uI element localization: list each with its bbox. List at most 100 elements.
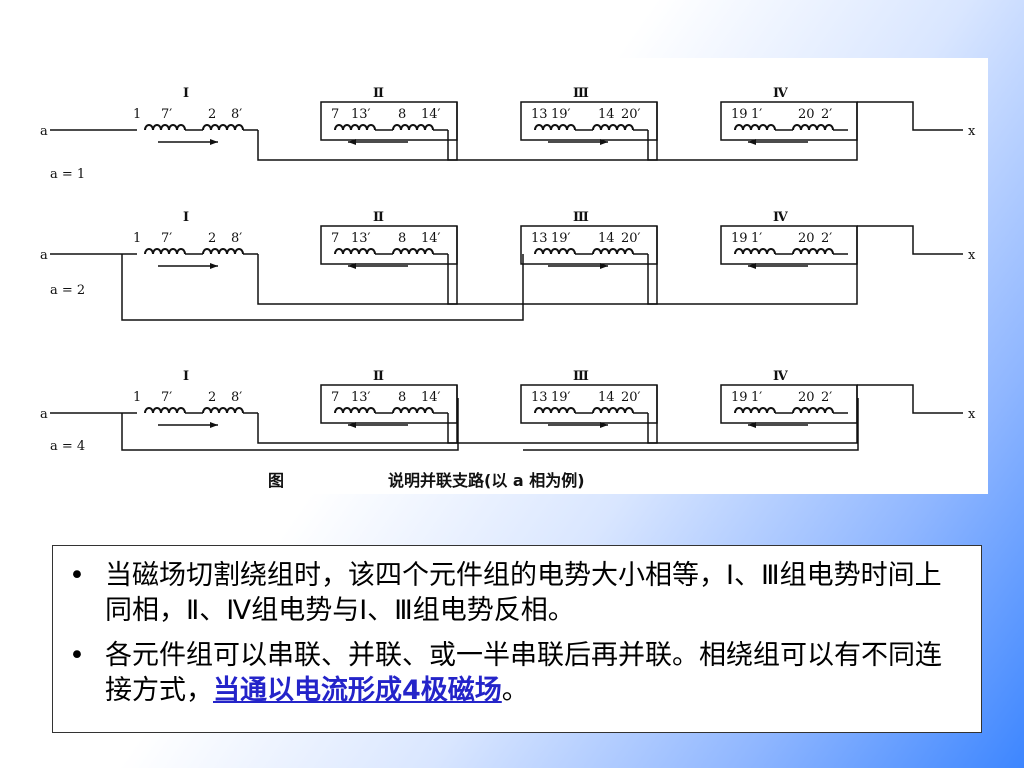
- row-label-1: a = 1: [50, 167, 85, 182]
- coil-label: 14′: [421, 231, 441, 246]
- coil-label: 1: [133, 231, 141, 246]
- coil: [392, 124, 434, 131]
- coil-label: 19′: [551, 107, 571, 122]
- coil-label: 2: [208, 390, 216, 405]
- bullet-list: • 当磁场切割绕组时，该四个元件组的电势大小相等，Ⅰ、Ⅲ组电势时间上同相，Ⅱ、Ⅳ…: [69, 558, 961, 708]
- parallel-bus-a4: [121, 398, 459, 451]
- coil: [144, 124, 186, 131]
- coil-label: 1′: [751, 107, 762, 122]
- group-label-3-4: Ⅳ: [773, 369, 788, 384]
- interconnect: [447, 102, 658, 161]
- coil-label: 7′: [161, 231, 172, 246]
- coil-label: 1′: [751, 390, 762, 405]
- coil-label: 14′: [421, 107, 441, 122]
- coil: [392, 248, 434, 255]
- coil-label: 8: [398, 107, 406, 122]
- coil: [792, 248, 834, 255]
- coil: [144, 248, 186, 255]
- coil-label: 8′: [231, 390, 242, 405]
- coil: [592, 407, 634, 414]
- coil-label: 13: [531, 231, 548, 246]
- group-label-3-1: Ⅰ: [183, 369, 189, 384]
- terminal-x-3: x: [968, 407, 976, 422]
- highlight-link[interactable]: 当通以电流形成4极磁场: [213, 675, 502, 706]
- bullet-text: 当磁场切割绕组时，该四个元件组的电势大小相等，Ⅰ、Ⅲ组电势时间上同相，Ⅱ、Ⅳ组电…: [105, 560, 942, 626]
- parallel-bus-a2: [121, 254, 524, 321]
- coil-label: 2: [208, 107, 216, 122]
- terminal-x-1: x: [968, 124, 976, 139]
- interconnect: [647, 102, 858, 161]
- coil-label: 20: [798, 107, 815, 122]
- coil-label: 13: [531, 107, 548, 122]
- group-label-2-2: Ⅱ: [373, 210, 384, 225]
- coil-label: 7′: [161, 390, 172, 405]
- group-label-2-1: Ⅰ: [183, 210, 189, 225]
- coil-label: 2′: [821, 231, 832, 246]
- coil: [792, 124, 834, 131]
- coil-label: 8: [398, 231, 406, 246]
- interconnect: [447, 226, 658, 305]
- interconnect: [257, 385, 458, 444]
- coil: [592, 248, 634, 255]
- coil: [734, 248, 776, 255]
- coil-label: 8′: [231, 107, 242, 122]
- coil-label: 19: [731, 390, 748, 405]
- coil: [334, 248, 376, 255]
- coil-label: 19′: [551, 390, 571, 405]
- bullet-symbol: •: [69, 640, 85, 671]
- coil-label: 1: [133, 390, 141, 405]
- coil: [202, 124, 244, 131]
- group-label-2-3: Ⅲ: [573, 210, 589, 225]
- interconnect: [257, 102, 458, 161]
- coil: [334, 124, 376, 131]
- group-label-2-4: Ⅳ: [773, 210, 788, 225]
- output-lead: [857, 384, 963, 414]
- bullet-item-1: • 当磁场切割绕组时，该四个元件组的电势大小相等，Ⅰ、Ⅲ组电势时间上同相，Ⅱ、Ⅳ…: [69, 558, 961, 628]
- coil-label: 20: [798, 231, 815, 246]
- coil-label: 14: [598, 390, 615, 405]
- interconnect: [447, 385, 658, 444]
- current-arrow-head: [210, 139, 218, 145]
- row-label-3: a = 4: [50, 439, 85, 454]
- caption-prefix: 图: [268, 471, 284, 490]
- bullet-tail: 。: [501, 675, 529, 706]
- coil-label: 20: [798, 390, 815, 405]
- coil-label: 1: [133, 107, 141, 122]
- coil-label: 19: [731, 231, 748, 246]
- coil-label: 13′: [351, 231, 371, 246]
- current-arrow-head: [210, 422, 218, 428]
- coil-label: 8′: [231, 231, 242, 246]
- interconnect: [647, 385, 858, 444]
- group-label-1-4: Ⅳ: [773, 86, 788, 101]
- coil: [202, 248, 244, 255]
- coil-label: 7′: [161, 107, 172, 122]
- group-label-3-2: Ⅱ: [373, 369, 384, 384]
- output-lead: [857, 225, 963, 255]
- output-lead: [857, 101, 963, 131]
- coil: [792, 407, 834, 414]
- coil-label: 1′: [751, 231, 762, 246]
- coil-label: 13′: [351, 390, 371, 405]
- bullet-text: 各元件组可以串联、并联、或一半串联后再并联。相绕组可以有不同连接方式，: [105, 640, 942, 706]
- coil-label: 14′: [421, 390, 441, 405]
- explanation-textbox: • 当磁场切割绕组时，该四个元件组的电势大小相等，Ⅰ、Ⅲ组电势时间上同相，Ⅱ、Ⅳ…: [52, 545, 982, 733]
- coil: [144, 407, 186, 414]
- terminal-a-2: a: [40, 248, 48, 263]
- coil-label: 20′: [621, 390, 641, 405]
- coil: [334, 407, 376, 414]
- group-label-3-3: Ⅲ: [573, 369, 589, 384]
- coil-label: 13′: [351, 107, 371, 122]
- coil: [534, 407, 576, 414]
- terminal-x-2: x: [968, 248, 976, 263]
- coil-label: 20′: [621, 107, 641, 122]
- coil-label: 2′: [821, 390, 832, 405]
- coil: [392, 407, 434, 414]
- parallel-bus-a4-b: [523, 398, 859, 451]
- coil-label: 7: [331, 107, 339, 122]
- coil: [534, 248, 576, 255]
- coil-label: 19: [731, 107, 748, 122]
- coil: [592, 124, 634, 131]
- coil-label: 8: [398, 390, 406, 405]
